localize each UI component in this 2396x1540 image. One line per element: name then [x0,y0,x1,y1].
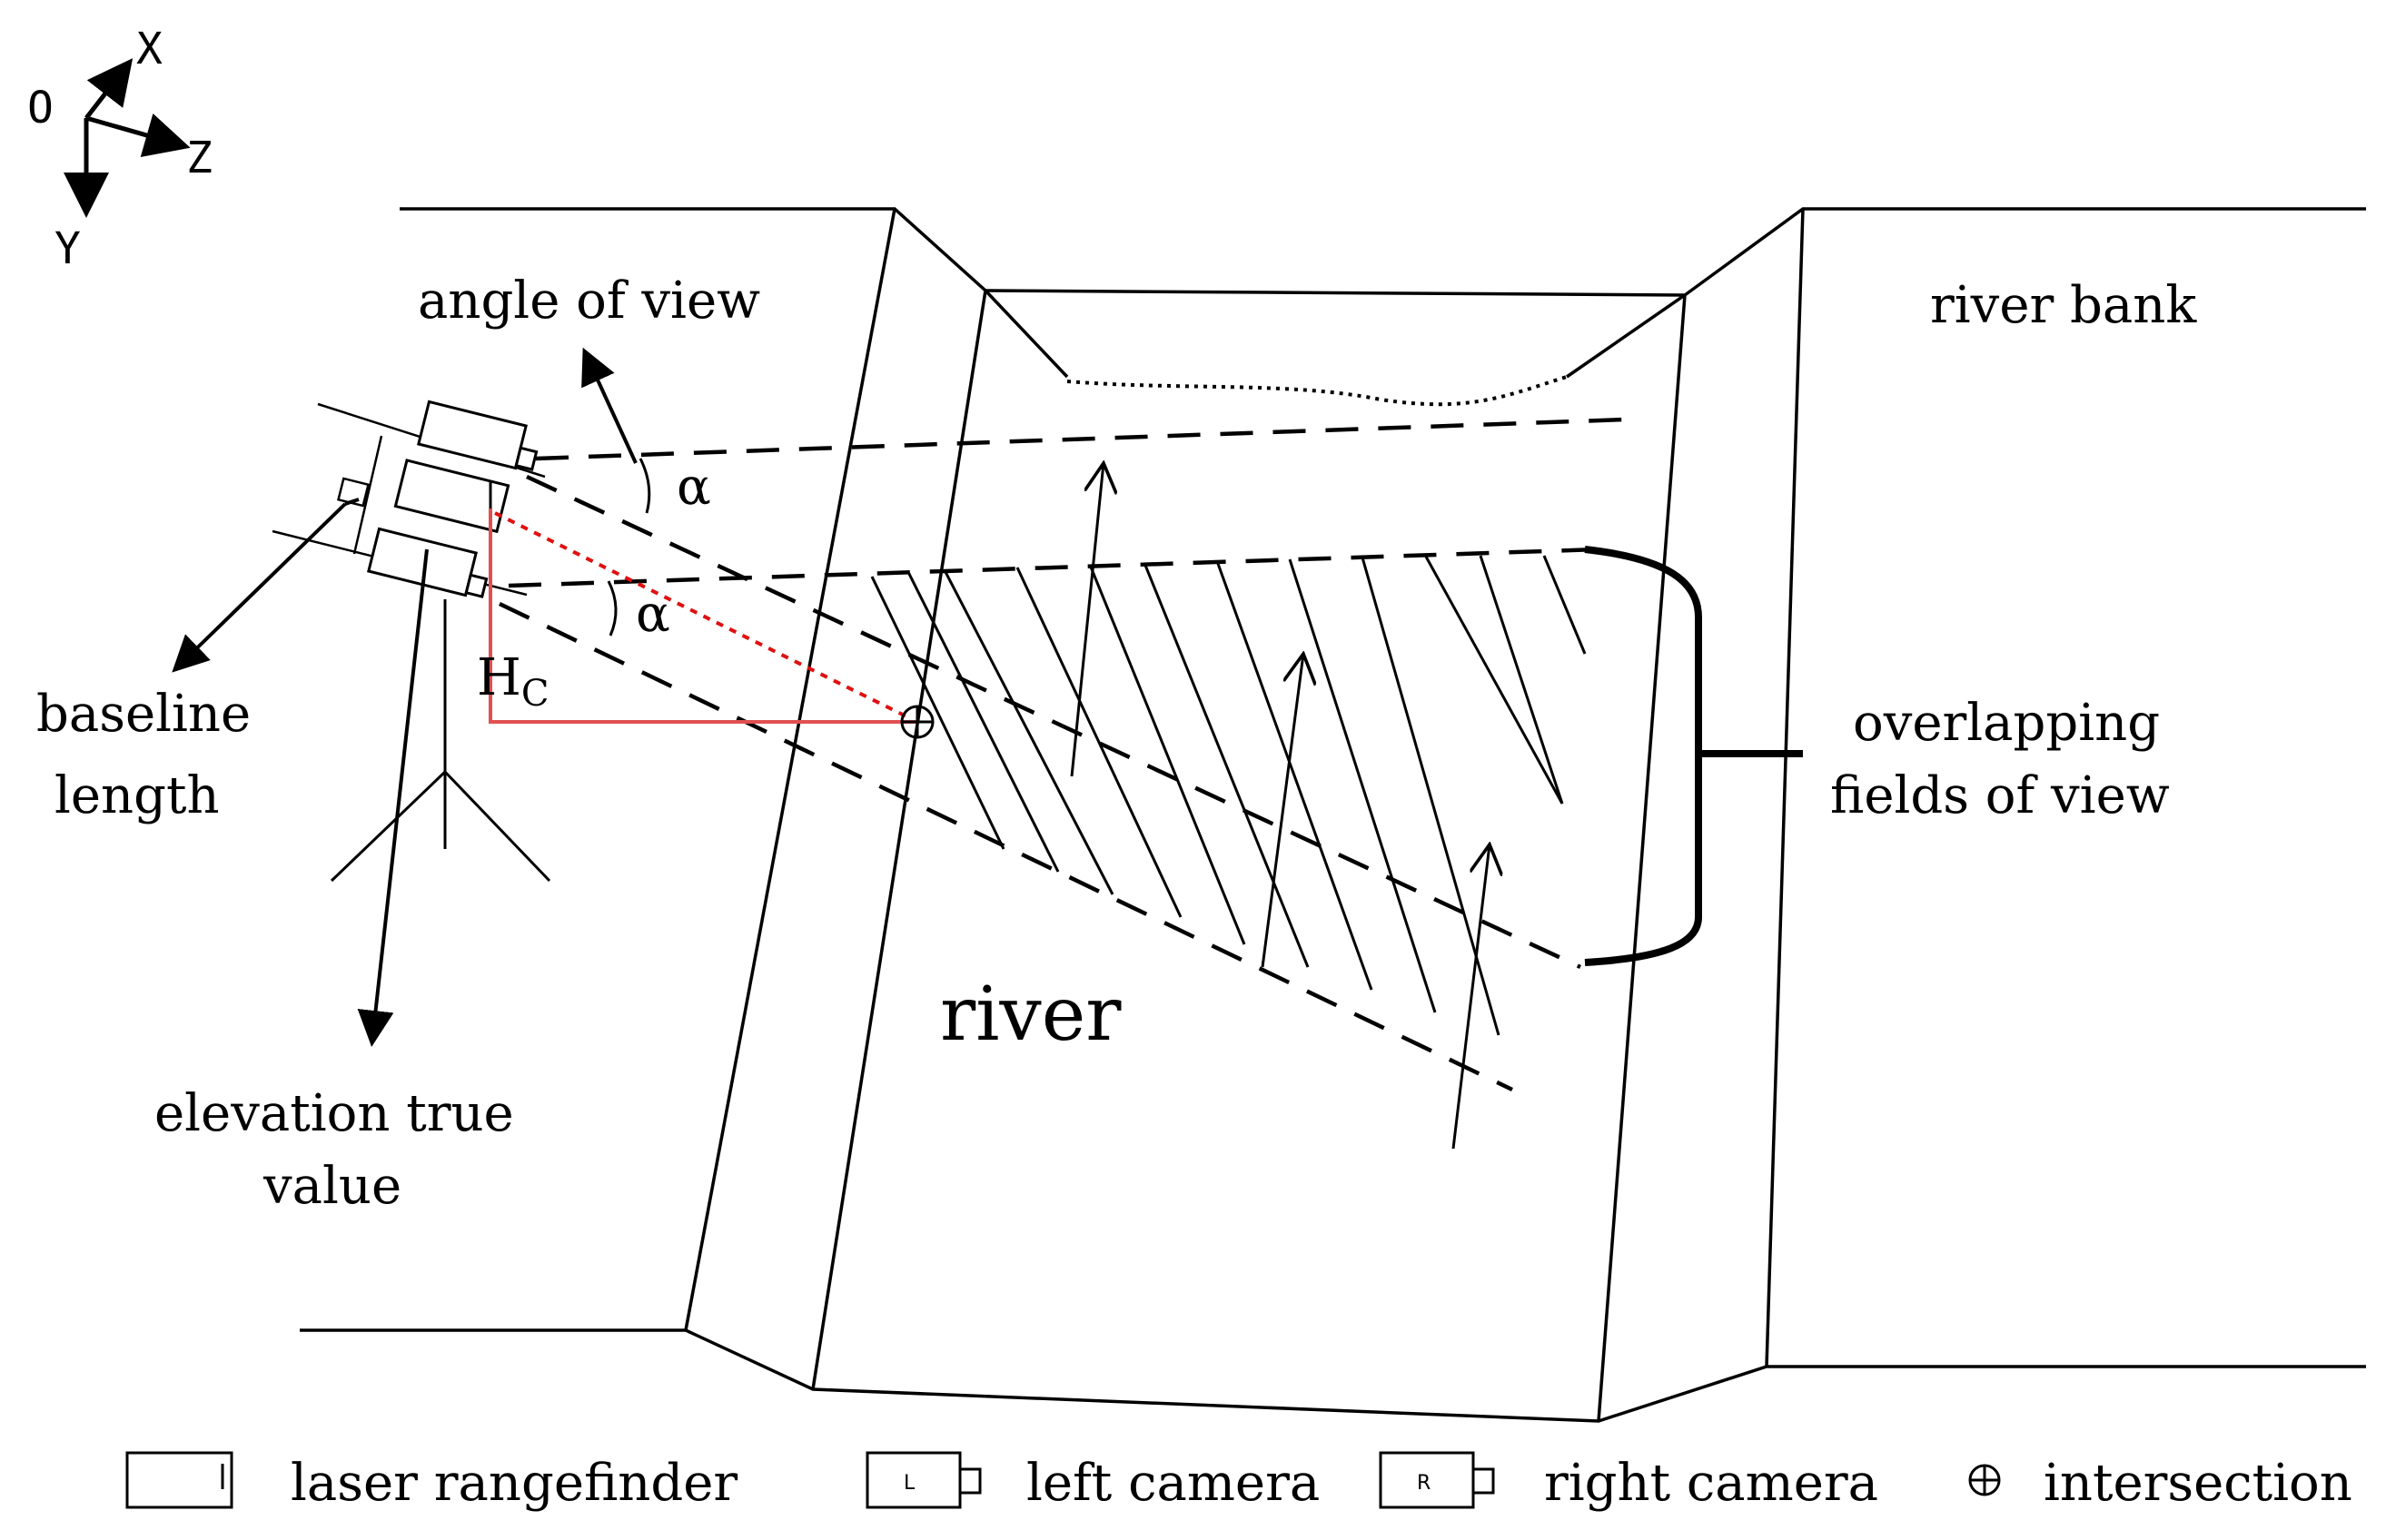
elevation-line [489,508,917,724]
sight-line [494,511,909,719]
legend-intersection-label: intersection [2044,1454,2352,1513]
baseline-label-line2: length [54,766,220,825]
angle-of-view-label: angle of view [418,271,760,331]
river-channel [300,207,2366,1423]
elevation-label-line2: value [262,1157,401,1216]
hc-label: HC [477,648,549,715]
legend: laser rangefinder L left camera R right … [125,1451,2352,1513]
axis-origin-label: O [27,83,54,133]
legend-left-camera-mark: L [904,1472,916,1495]
overlap-label-line1: overlapping [1853,694,2160,753]
tripod-stand [330,599,551,883]
coordinate-axes [64,58,191,218]
intersection-point [900,705,935,739]
right-camera-device [367,527,489,598]
legend-rangefinder-label: laser rangefinder [291,1454,738,1513]
alpha-top-label: α [677,458,711,517]
overlap-hatching [870,555,1587,1036]
elevation-label-line1: elevation true [154,1084,514,1143]
legend-intersection-icon [1968,1464,2001,1496]
legend-left-camera-icon [866,1451,982,1509]
legend-right-camera-label: right camera [1544,1454,1878,1513]
laser-rangefinder-device [393,459,510,534]
field-of-view-lines [499,417,1627,1092]
river-label: river [940,972,1122,1058]
baseline-label-line1: baseline [36,685,251,744]
angle-arcs [607,458,651,637]
label-arrows [172,347,638,1047]
axis-x-label: X [136,24,163,74]
overlap-label-line2: fields of view [1830,766,2170,825]
axis-z-label: Z [186,133,213,183]
flow-arrows [1070,463,1490,1150]
legend-right-camera-icon [1379,1451,1495,1509]
left-camera-device [417,400,539,471]
legend-rangefinder-icon [125,1451,233,1509]
alpha-bottom-label: α [636,585,670,644]
water-surface-line [1066,375,1568,407]
river-bank-label: river bank [1930,276,2197,335]
axis-y-label: Y [54,223,81,274]
legend-right-camera-mark: R [1417,1472,1431,1495]
overlap-brace [1584,546,1803,966]
legend-left-camera-label: left camera [1026,1454,1320,1513]
